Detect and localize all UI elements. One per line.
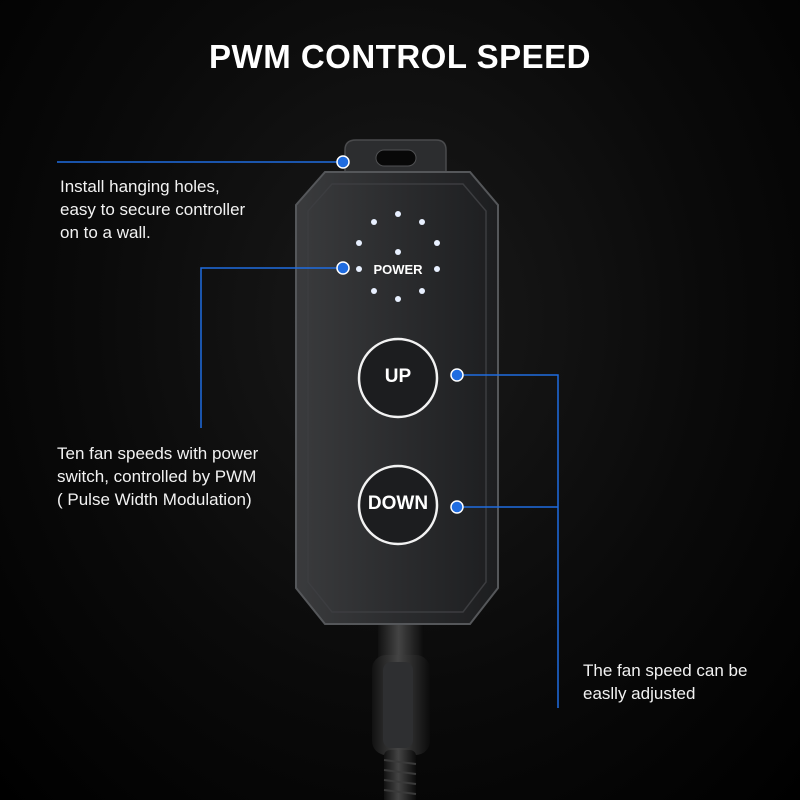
speed-led [434,240,440,246]
callout-dot-up [450,368,464,382]
callout-hanging-holes: Install hanging holes, easy to secure co… [60,177,246,242]
cable [372,612,430,800]
up-button-ring [357,337,439,419]
callout-line-up [457,374,559,708]
callout-line-power [200,267,343,428]
power-led [395,249,401,255]
callout-dot-power [336,261,350,275]
speed-led [395,211,401,217]
speed-led [395,296,401,302]
speed-led [356,266,362,272]
callout-speed-adjust: The fan speed can be easlly adjusted [583,661,748,703]
speed-led [434,266,440,272]
speed-led [419,288,425,294]
power-label: POWER [373,262,423,277]
callout-dots [336,155,464,514]
speed-led [356,240,362,246]
down-button[interactable]: DOWN [367,493,429,514]
hanging-hole-icon [375,149,417,167]
up-button[interactable]: UP [384,366,412,387]
speed-led [371,288,377,294]
callout-lines [57,161,559,708]
callout-fan-speeds: Ten fan speeds with power switch, contro… [57,444,259,509]
speed-led [419,219,425,225]
page-title: PWM CONTROL SPEED [209,38,591,75]
down-button-ring [357,464,439,546]
speed-led-ring [356,211,440,302]
callout-dot-down [450,500,464,514]
callout-dot-hanging [336,155,350,169]
speed-led [371,219,377,225]
